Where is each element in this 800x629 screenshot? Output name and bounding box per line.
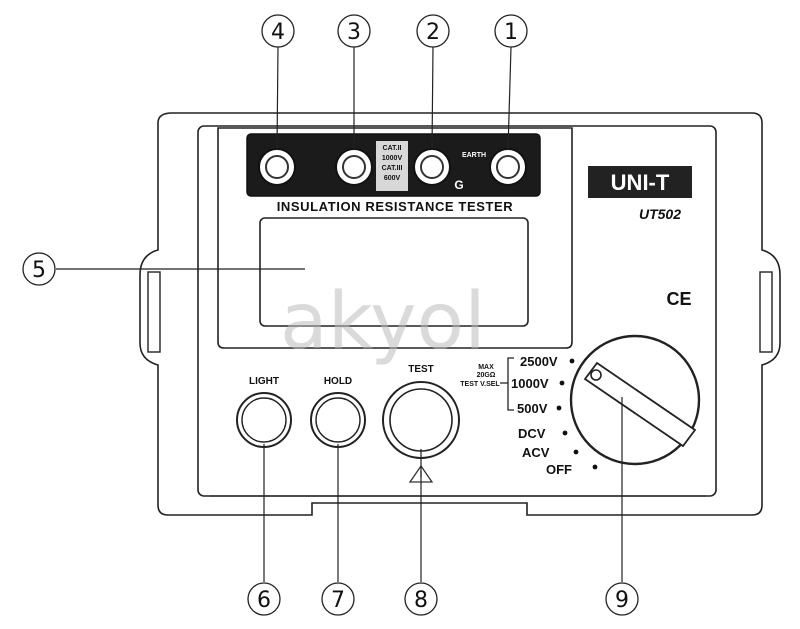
- callout-2: 2: [416, 14, 450, 48]
- terminal-2[interactable]: [413, 148, 451, 186]
- terminal-1[interactable]: [489, 148, 527, 186]
- device-title: INSULATION RESISTANCE TESTER: [277, 199, 514, 214]
- cat3-label: CAT.III: [382, 165, 403, 172]
- svg-text:1: 1: [504, 20, 518, 45]
- svg-text:6: 6: [257, 588, 271, 613]
- callout-5: 5: [22, 252, 56, 286]
- svg-text:3: 3: [347, 20, 361, 45]
- terminal-3[interactable]: [335, 148, 373, 186]
- dial-pos-off: OFF: [546, 462, 572, 477]
- callout-4: 4: [261, 14, 295, 48]
- cat-label-plate: [376, 141, 408, 191]
- watermark: akyol: [280, 277, 486, 367]
- dial-position-dots: [556, 358, 598, 470]
- svg-text:9: 9: [615, 588, 629, 613]
- rotary-selector-dial[interactable]: [569, 334, 701, 466]
- vsel-bracket: [500, 357, 514, 411]
- svg-text:7: 7: [331, 588, 345, 613]
- callout-6: 6: [247, 582, 281, 616]
- dial-pos-1000v: 1000V: [511, 376, 549, 391]
- dial-pointer-icon: [590, 369, 602, 381]
- callout-9: 9: [605, 582, 639, 616]
- v1000-label: 1000V: [382, 155, 403, 162]
- light-label: LIGHT: [249, 376, 279, 387]
- svg-text:4: 4: [271, 20, 285, 45]
- test-vsel-label: TEST V.SEL: [460, 381, 500, 388]
- max-value-label: 20GΩ: [477, 372, 496, 379]
- callout-3: 3: [337, 14, 371, 48]
- cat2-label: CAT.II: [383, 145, 402, 152]
- callout-7: 7: [321, 582, 355, 616]
- brand-badge: [588, 166, 692, 198]
- lcd-screen: [259, 217, 529, 327]
- callout-leaders: [56, 46, 623, 582]
- callout-8: 8: [404, 582, 438, 616]
- v600-label: 600V: [384, 175, 401, 182]
- dial-pos-2500v: 2500V: [520, 354, 558, 369]
- hold-label: HOLD: [324, 376, 352, 387]
- hold-button[interactable]: [310, 392, 366, 448]
- callout-1: 1: [494, 14, 528, 48]
- brand-logo: UNI-T: [611, 170, 670, 195]
- outer-holster: [139, 112, 781, 516]
- test-label: TEST: [408, 364, 434, 375]
- left-grip: [147, 271, 161, 353]
- ce-mark: CE: [666, 289, 691, 309]
- dial-pos-500v: 500V: [517, 401, 548, 416]
- svg-text:2: 2: [426, 20, 440, 45]
- model-label: UT502: [639, 206, 681, 222]
- light-button[interactable]: [236, 392, 292, 448]
- right-grip: [759, 271, 773, 353]
- max-label: MAX: [478, 364, 494, 371]
- display-housing: [217, 127, 573, 349]
- svg-text:8: 8: [414, 588, 428, 613]
- terminal-4[interactable]: [258, 148, 296, 186]
- test-button[interactable]: [382, 381, 460, 459]
- earth-label: EARTH: [462, 152, 486, 159]
- guard-label: G: [454, 178, 463, 192]
- dial-pos-dcv: DCV: [518, 426, 546, 441]
- svg-text:5: 5: [32, 258, 46, 283]
- dial-pos-acv: ACV: [522, 445, 550, 460]
